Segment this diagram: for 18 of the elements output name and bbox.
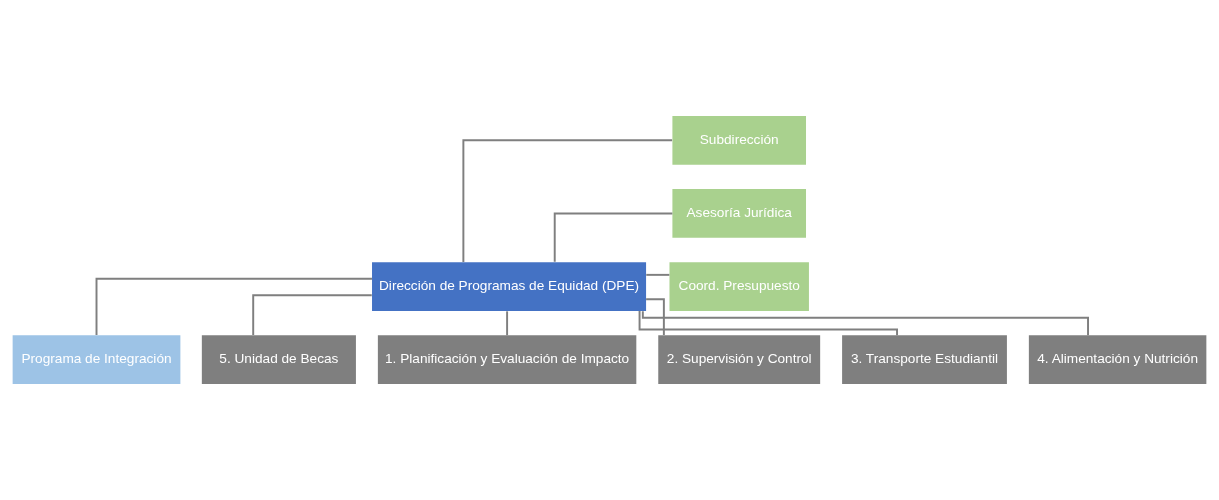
connector	[645, 273, 671, 276]
node-box: Programa de Integración	[12, 335, 181, 385]
connector	[252, 294, 373, 336]
node-box: 4. Alimentación y Nutrición	[1028, 335, 1207, 385]
connector	[553, 212, 674, 263]
node-box: Subdirección	[672, 115, 806, 165]
node-box: 3. Transporte Estudiantil	[842, 335, 1007, 385]
node-box: 1. Planificación y Evaluación de Impacto	[377, 335, 637, 385]
node-box: 2. Supervisión y Control	[658, 335, 821, 385]
node-box: Coord. Presupuesto	[669, 262, 809, 311]
connector	[506, 310, 509, 337]
node-box: Dirección de Programas de Equidad (DPE)	[372, 262, 647, 311]
node-box: Asesoría Jurídica	[672, 189, 806, 238]
connector	[645, 298, 665, 337]
node-box: 5. Unidad de Becas	[201, 335, 356, 385]
connector	[462, 139, 674, 264]
connector	[95, 277, 373, 336]
connector	[638, 310, 898, 337]
